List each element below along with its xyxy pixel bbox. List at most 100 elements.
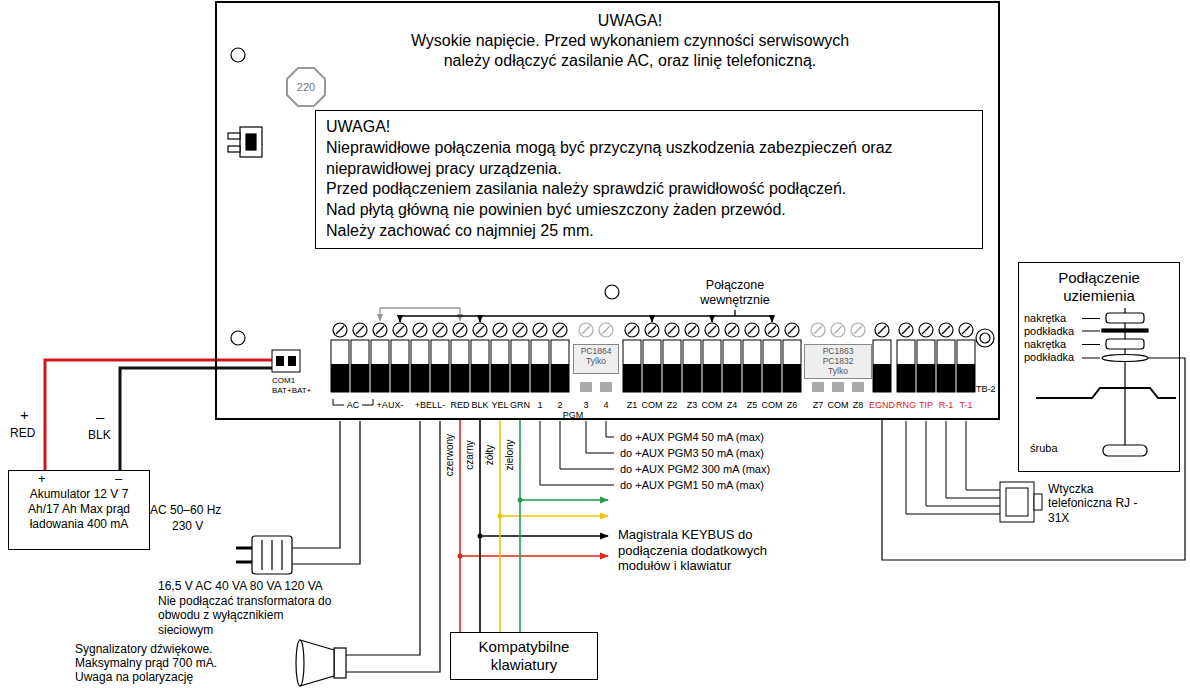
terminal-cell	[471, 364, 489, 392]
terminal-screw	[416, 326, 424, 334]
transformer	[292, 421, 360, 564]
internal-link	[734, 310, 735, 316]
terminal-screw	[533, 323, 547, 337]
terminal-screw	[939, 323, 953, 337]
terminal-cell	[511, 340, 529, 392]
terminal-cell	[683, 340, 701, 392]
terminal-screw	[493, 323, 507, 337]
battery-box: Akumulator 12 V 7 Ah/17 Ah Max prąd łado…	[8, 470, 150, 550]
heading-text: UWAGA!	[395, 11, 865, 31]
body-text: Przed podłączeniem zasilania należy spra…	[326, 179, 972, 200]
terminal-screw	[962, 326, 970, 334]
terminal-label: YEL	[491, 400, 508, 411]
plug-icon	[228, 146, 240, 152]
terminal-screw	[705, 323, 719, 337]
siren	[334, 648, 346, 678]
warning-box: UWAGA!Nieprawidłowe połączenia mogą być …	[315, 110, 983, 249]
terminal-label: Z2	[667, 400, 678, 411]
ground-box: Podłączenie uziemienia	[1018, 262, 1180, 472]
terminal-label: Z3	[687, 400, 698, 411]
pgm-note: do +AUX PGM1 50 mA (max)	[620, 479, 764, 492]
wire-connector	[45, 360, 215, 470]
terminal-label: 4	[603, 400, 608, 411]
mounting-hole	[980, 333, 990, 343]
terminal-screw	[625, 323, 639, 337]
terminal-label: Z1	[627, 400, 638, 411]
phone-plug	[966, 421, 1000, 490]
ground-hardware	[1106, 339, 1144, 349]
terminal-cell	[371, 364, 389, 392]
keybus-arrow	[460, 555, 608, 557]
terminal-cell	[897, 340, 915, 392]
pgm-wire	[540, 421, 614, 485]
keybus-arrow	[500, 515, 608, 517]
internal-link	[711, 316, 712, 322]
terminal-screw	[875, 323, 889, 337]
terminal-cell	[491, 364, 509, 392]
terminal-cell	[703, 364, 721, 392]
terminal-tab	[852, 382, 864, 392]
com1-connector	[215, 359, 272, 362]
terminal-cell	[763, 340, 781, 392]
terminal-label: EGND	[869, 400, 895, 411]
phone-plug	[906, 421, 1000, 514]
terminal-screw	[413, 323, 427, 337]
terminal-screw	[899, 323, 913, 337]
terminal-screw	[851, 323, 865, 337]
polarity-label: RED	[10, 426, 35, 440]
wire-color: czerwony	[445, 434, 455, 476]
terminal-screw	[919, 323, 933, 337]
polarity-label: +	[20, 406, 29, 424]
siren	[300, 640, 334, 686]
warning-text-block: UWAGA!Wysokie napięcie. Przed wykonaniem…	[395, 11, 865, 71]
terminal-screw	[831, 323, 845, 337]
terminal-screw	[745, 323, 759, 337]
terminal-screw	[648, 326, 656, 334]
terminal-cell	[937, 340, 955, 392]
transformer	[236, 561, 252, 564]
pgm-note: do +AUX PGM3 50 mA (max)	[620, 447, 764, 460]
pgm-wire	[606, 421, 614, 437]
terminal-screw	[628, 326, 636, 334]
wire-connector	[479, 420, 481, 632]
terminal-label: RNG	[896, 400, 916, 411]
transformer	[236, 421, 360, 574]
wire-color: zielony	[505, 439, 515, 470]
polarity-label: –	[96, 408, 104, 426]
terminal-label: +AUX-	[377, 400, 404, 411]
terminal-cell	[431, 340, 449, 392]
terminal-cell	[411, 340, 429, 392]
terminal-screw	[922, 326, 930, 334]
terminal-cell	[331, 340, 349, 392]
terminal-screw	[785, 323, 799, 337]
terminal-screw	[393, 323, 407, 337]
heading-text: PC1863 PC1832	[818, 347, 858, 367]
terminal-label: T-1	[959, 400, 972, 411]
terminal-screw	[942, 326, 950, 334]
plug-icon	[246, 134, 256, 150]
com1-connector	[272, 350, 300, 372]
plug-icon	[228, 133, 240, 139]
plug-icon	[228, 127, 262, 157]
terminal-screw	[513, 323, 527, 337]
terminal-cell	[723, 364, 741, 392]
terminal-screw	[553, 323, 567, 337]
siren	[296, 640, 304, 686]
terminal-cell	[917, 340, 935, 392]
phone-plug	[1034, 494, 1042, 510]
wire-connector	[499, 420, 501, 632]
terminal-screw	[376, 326, 384, 334]
wire-connector	[120, 368, 215, 470]
terminal-screw	[645, 323, 659, 337]
board-label: COM1	[272, 376, 295, 386]
terminal-cell	[551, 364, 569, 392]
terminal-screw	[685, 323, 699, 337]
wire-connector	[459, 420, 461, 632]
terminal-label: 3	[583, 400, 588, 411]
polarity-label: +	[38, 471, 46, 487]
terminal-cell	[783, 340, 801, 392]
com1-connector	[288, 356, 296, 366]
terminal-screw	[768, 326, 776, 334]
terminal-block	[331, 323, 975, 392]
plug-label: Wtyczka telefoniczna RJ - 31X	[1048, 482, 1143, 525]
